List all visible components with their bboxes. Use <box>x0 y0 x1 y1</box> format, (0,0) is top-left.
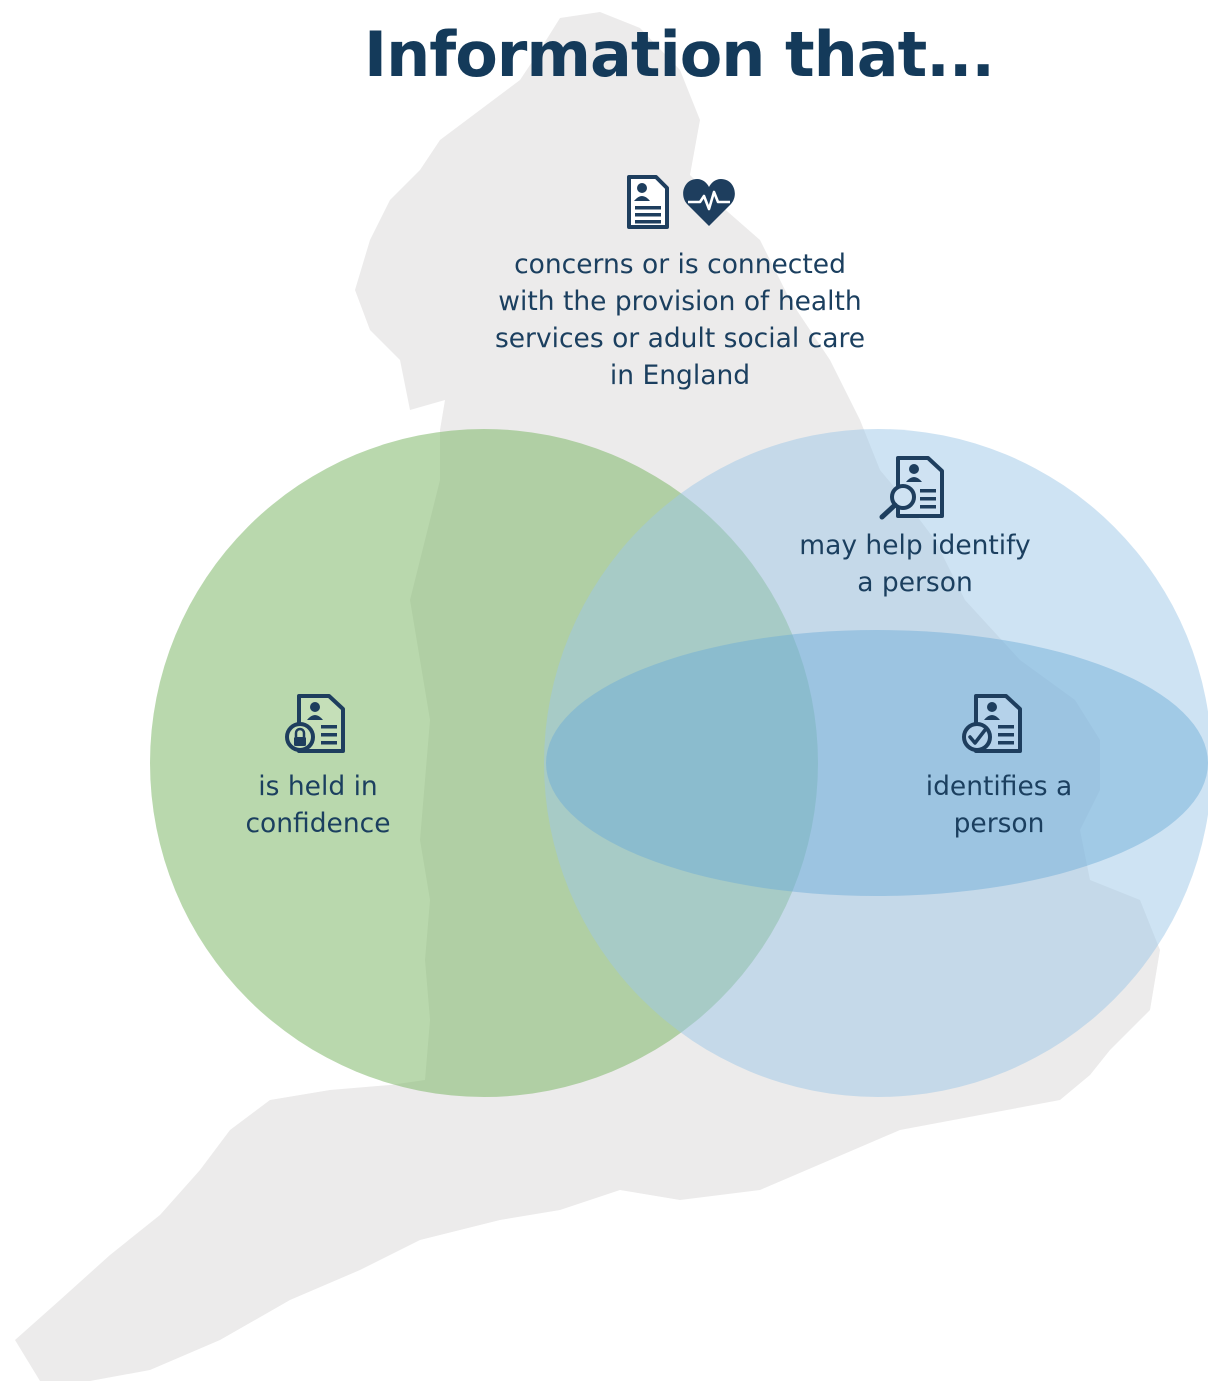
page-title: Information that... <box>364 18 995 91</box>
patient-record-icon <box>627 175 669 229</box>
confidence-label-line: confidence <box>245 808 391 839</box>
confidence-label-line: is held in <box>258 771 378 802</box>
health-label-line: services or adult social care <box>494 323 866 354</box>
may-identify-label-line: a person <box>857 567 973 598</box>
may-identify-label-line: may help identify <box>799 530 1031 561</box>
identifies-label-line: identifies a <box>925 771 1073 802</box>
health-label-line: concerns or is connected <box>514 249 846 280</box>
heartbeat-heart-icon <box>683 179 735 226</box>
record-magnifier-icon <box>879 456 944 520</box>
health-set-label: concerns or is connected with the provis… <box>460 246 900 394</box>
confidence-set-label: is held in confidence <box>198 768 438 842</box>
may-identify-circle <box>544 429 1208 1097</box>
record-lock-icon <box>285 694 345 753</box>
health-label-line: with the provision of health <box>498 286 862 317</box>
identifies-label-line: person <box>953 808 1045 839</box>
identifies-ellipse <box>546 630 1208 896</box>
identifies-set-label: identifies a person <box>884 768 1114 842</box>
record-check-icon <box>962 694 1022 753</box>
may-identify-set-label: may help identify a person <box>770 527 1060 601</box>
health-label-line: in England <box>609 360 751 391</box>
